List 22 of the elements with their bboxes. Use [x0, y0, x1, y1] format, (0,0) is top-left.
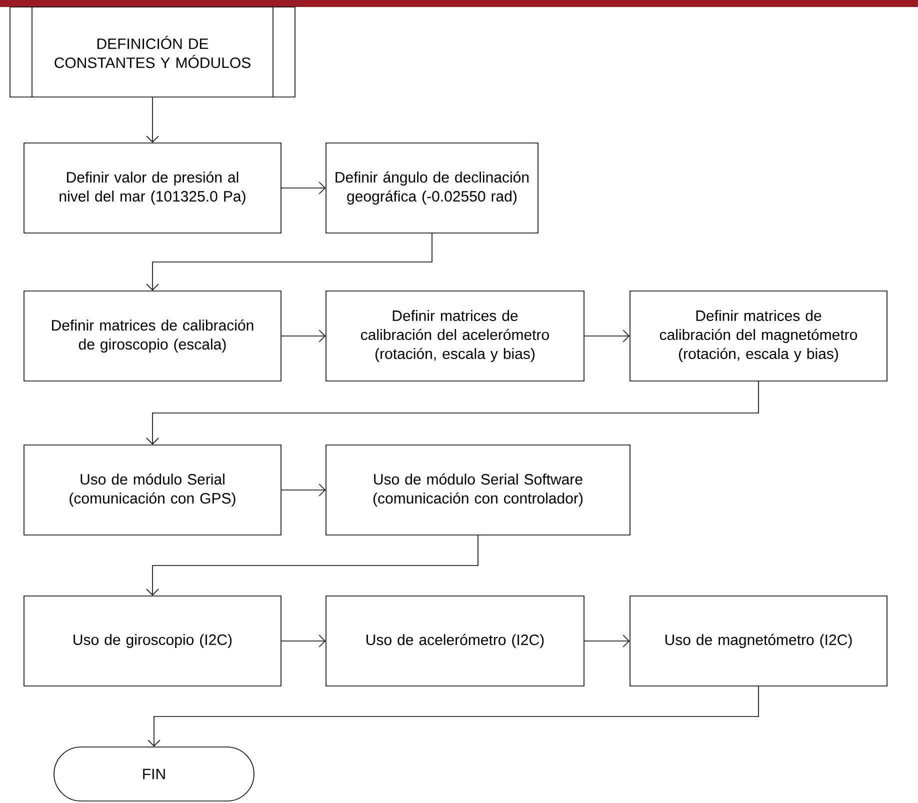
process-box: Uso de módulo Serial (comunicación con GPS)	[24, 444, 282, 536]
arrow	[146, 233, 432, 291]
process-box: Definir ángulo de declinación geográfica (-0.02550 rad)	[326, 142, 538, 234]
process-box: Definir valor de presión al nivel del mar (101325.0 Pa)	[24, 142, 282, 234]
arrow	[281, 634, 326, 648]
arrow	[281, 182, 326, 194]
arrow	[146, 97, 159, 143]
arrow	[584, 330, 630, 342]
process-box: Uso de acelerómetro (I2C)	[326, 596, 584, 686]
arrow	[146, 381, 759, 445]
process-box: Definir matrices de calibración del acelerómetro (rotación, escala y bias)	[326, 290, 584, 382]
arrow	[148, 686, 759, 747]
process-box: Definir matrices de calibración del magnetómetro (rotación, escala y bias)	[630, 290, 888, 382]
subprocess-box: DEFINICIÓN DE CONSTANTES Y MÓDULOS	[10, 6, 296, 98]
arrow	[281, 330, 326, 342]
process-box: Uso de módulo Serial Software (comunicación con controlador)	[326, 444, 630, 536]
process-box: Uso de giroscopio (I2C)	[24, 596, 282, 686]
arrow	[281, 484, 326, 496]
arrow	[146, 535, 478, 596]
process-box: Uso de magnetómetro (I2C)	[630, 596, 888, 686]
arrow	[584, 634, 630, 648]
process-box: Definir matrices de calibración de giroscopio (escala)	[24, 290, 282, 382]
